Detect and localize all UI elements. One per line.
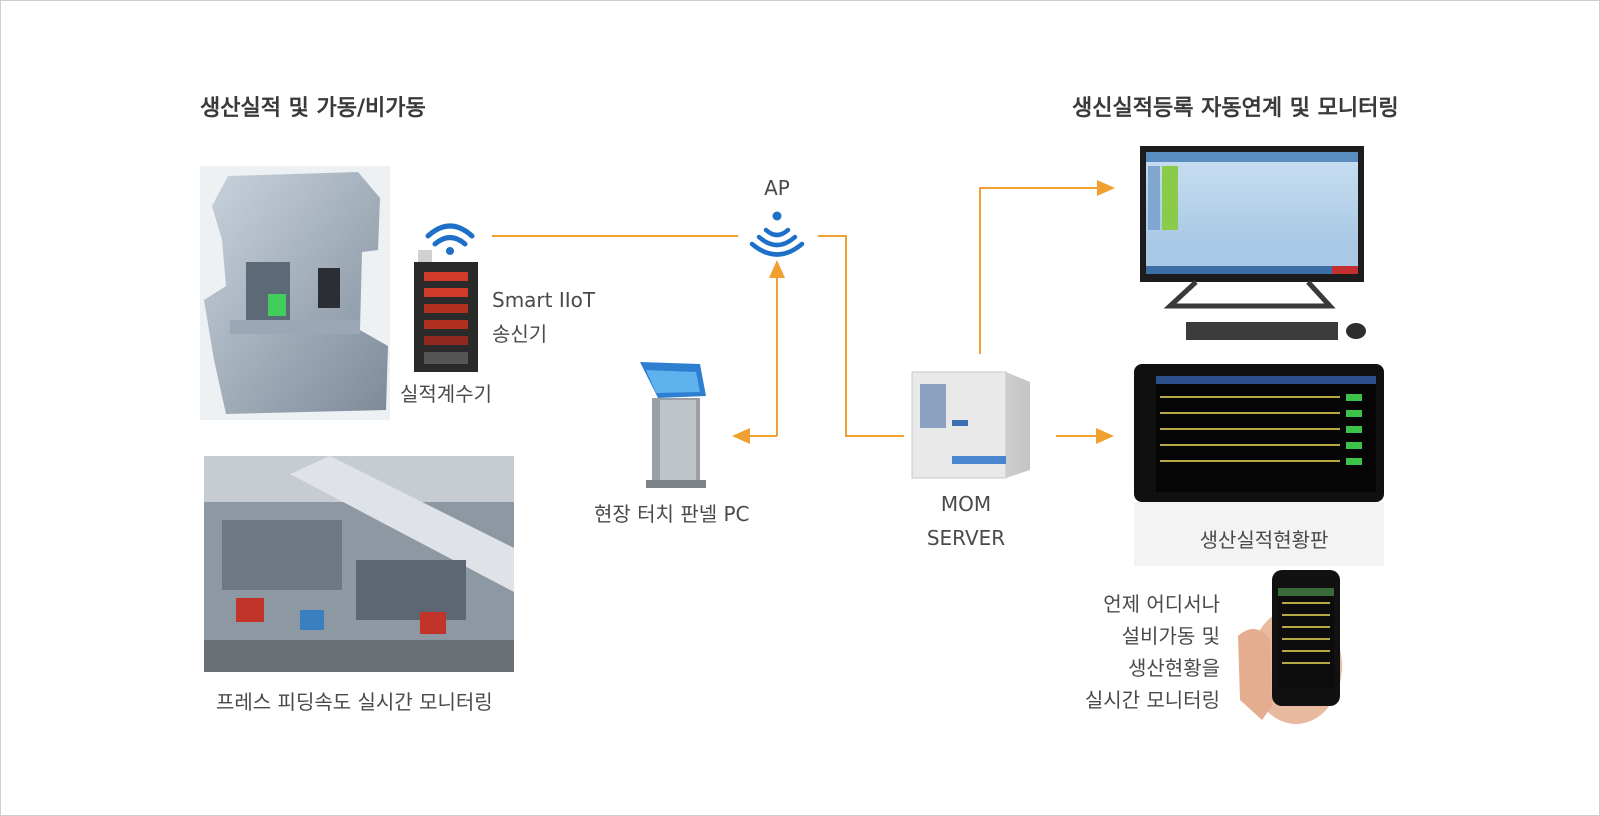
press-machine-image	[200, 166, 390, 420]
counter-label: 실적계수기	[400, 382, 492, 406]
kiosk-image	[640, 362, 706, 488]
factory-photo	[204, 456, 514, 672]
mobile-text-block: 언제 어디서나 설비가동 및 생산현황을 실시간 모니터링	[1030, 588, 1220, 716]
mouse-image	[1346, 323, 1366, 339]
ap-wifi-icon	[749, 211, 805, 257]
press-monitoring-label: 프레스 피딩속도 실시간 모니터링	[216, 690, 493, 714]
arrow-to-monitor	[979, 180, 1115, 354]
server-label-line2: SERVER	[926, 526, 1006, 550]
connector-lines	[492, 180, 1115, 444]
server-image	[911, 371, 1030, 479]
keyboard-image	[1186, 322, 1338, 340]
left-section-title: 생산실적 및 가동/비가동	[200, 96, 426, 121]
right-section-title: 생신실적등록 자동연계 및 모니터링	[1072, 96, 1399, 121]
smart-iiot-label-line1: Smart IIoT	[492, 288, 596, 312]
mobile-text-line: 실시간 모니터링	[1084, 688, 1220, 712]
server-label-line1: MOM	[940, 492, 992, 516]
ap-label: AP	[764, 176, 790, 200]
tablet-board-image	[1134, 364, 1384, 566]
smartphone-image	[1238, 570, 1342, 724]
touch-panel-label: 현장 터치 판넬 PC	[594, 502, 750, 526]
board-label: 생산실적현황판	[1199, 528, 1329, 552]
mobile-text-line: 설비가동 및	[1121, 624, 1220, 648]
counter-device-image	[414, 250, 478, 372]
monitor-image	[1140, 146, 1364, 309]
line-ap-server	[818, 235, 904, 437]
mobile-text-line: 생산현황을	[1128, 656, 1220, 680]
mobile-text-line: 언제 어디서나	[1103, 592, 1220, 616]
smart-iiot-label-line2: 송신기	[492, 322, 548, 346]
wifi-icon	[425, 223, 475, 255]
